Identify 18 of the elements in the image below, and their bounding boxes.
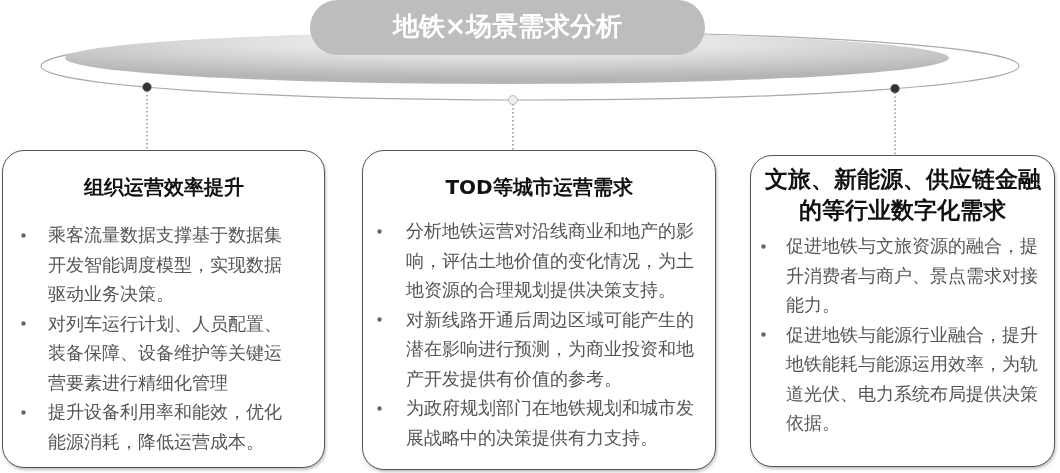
bullet-text: 提升设备利用率和能效，优化能源消耗，降低运营成本。 [48, 400, 283, 454]
bullet-text: 促进地铁与文旅资源的融合，提升消费者与商户、景点需求对接能力。 [786, 234, 1039, 317]
card-box [2, 150, 325, 468]
card-heading: 组织运营效率提升 [82, 174, 245, 201]
bullet-text: 乘客流量数据支撑基于数据集开发智能调度模型，实现数据驱动业务决策。 [48, 223, 283, 306]
card-heading: TOD等城市运营需求 [444, 174, 634, 201]
card-heading: 文旅、新能源、供应链金融的等行业数字化需求 [763, 165, 1042, 225]
card-box [750, 155, 1055, 467]
connector-line [508, 95, 518, 151]
bullet-text: 为政府规划部门在地铁规划和城市发展战略中的决策提供有力支持。 [406, 396, 695, 450]
bullet-text: 对新线路开通后周边区域可能产生的潜在影响进行预测，为商业投资和地产开发提供有价值的参考。 [406, 307, 695, 391]
title-pill: 地铁×场景需求分析 [310, 0, 705, 55]
connector-line [142, 82, 152, 151]
card-box [362, 150, 716, 470]
bullet-text: 促进地铁与能源行业融合，提升地铁能耗与能源运用效率，为轨道光伏、电力系统布局提供决策依据。 [786, 322, 1039, 435]
bullet-text: 分析地铁运营对沿线商业和地产的影响，评估土地价值的变化情况，为土地资源的合理规划提供决策支持。 [406, 219, 695, 302]
connector-line [890, 83, 900, 156]
bullet-text: 对列车运行计划、人员配置、装备保障、设备维护等关键运营要素进行精细化管理 [48, 311, 283, 395]
